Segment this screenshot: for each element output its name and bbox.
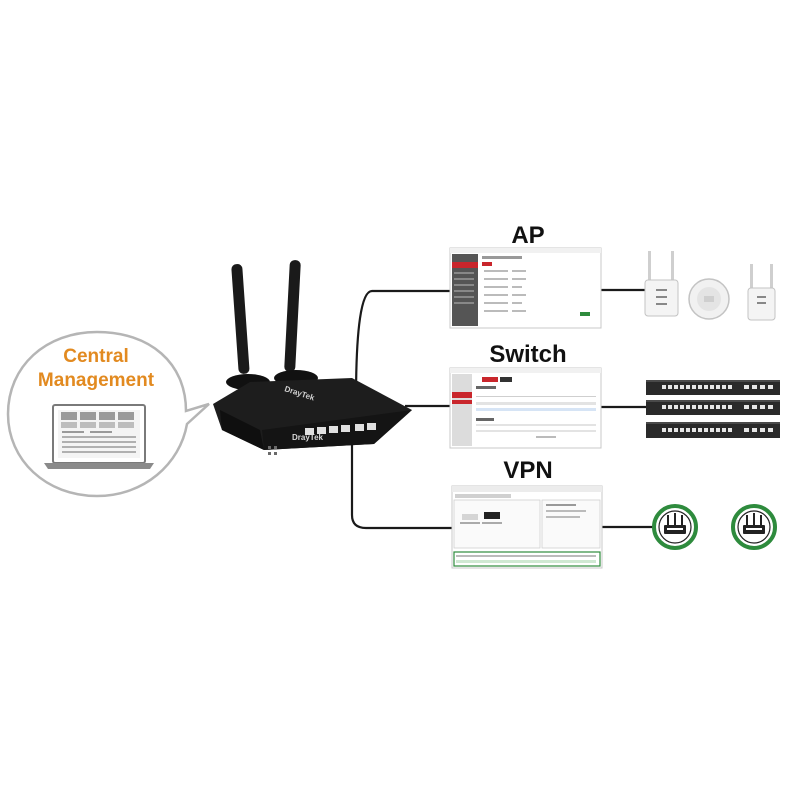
svg-text:DrayTek: DrayTek xyxy=(292,433,324,442)
switch-label: Switch xyxy=(489,341,567,368)
vpn-label: VPN xyxy=(503,457,553,484)
ap-config-screenshot xyxy=(449,247,602,329)
ap-icon xyxy=(644,251,776,321)
vpn-router-icon xyxy=(652,504,777,550)
switch-icon xyxy=(646,380,780,438)
line-to-vpn xyxy=(350,438,452,530)
router-icon: DrayTek DrayTek xyxy=(213,260,412,455)
ap-label: AP xyxy=(511,222,545,249)
switch-config-screenshot xyxy=(449,367,602,449)
central-management-bubble xyxy=(6,330,210,498)
vpn-config-screenshot xyxy=(451,485,603,569)
central-management-line2: Management xyxy=(37,370,155,391)
laptop-icon xyxy=(44,404,154,469)
central-management-line1: Central xyxy=(63,346,129,367)
